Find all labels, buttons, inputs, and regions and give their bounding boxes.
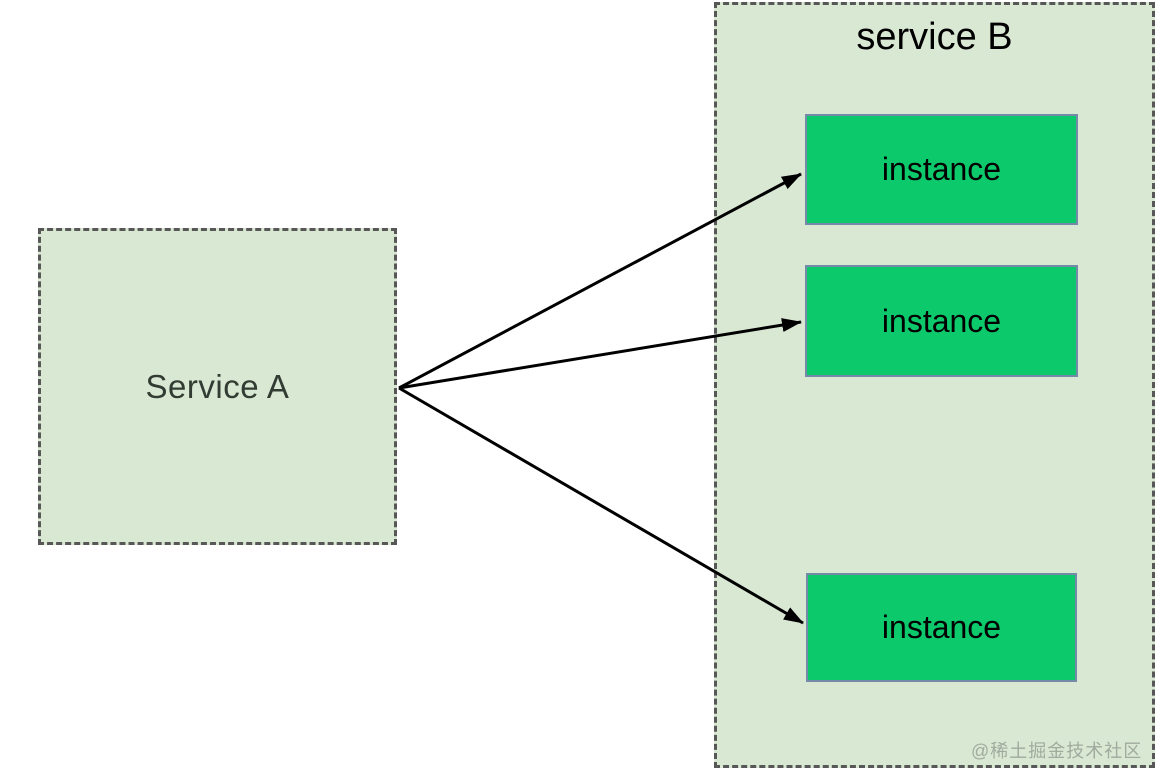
service-b-title: service B	[856, 16, 1013, 58]
instance-box-1: instance	[805, 114, 1078, 225]
instance-label-3: instance	[881, 609, 1002, 645]
instance-label-2: instance	[881, 302, 1002, 339]
instance-box-3: instance	[806, 573, 1077, 682]
service-a-label: Service A	[145, 367, 290, 405]
instance-box-2: instance	[805, 265, 1078, 377]
service-a-box: Service A	[38, 228, 397, 545]
watermark-text: @稀土掘金技术社区	[971, 741, 1143, 761]
instance-label-1: instance	[881, 151, 1002, 187]
